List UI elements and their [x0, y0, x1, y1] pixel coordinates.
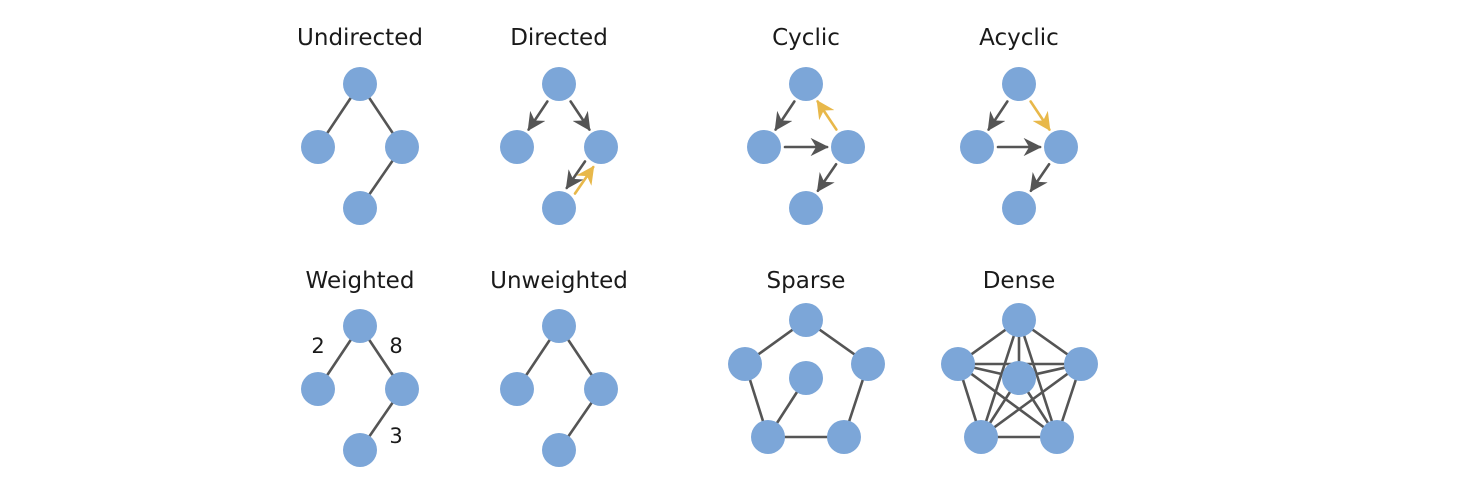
edge-p2-ctr — [1025, 389, 1051, 426]
panel-title-weighted: Weighted — [306, 268, 415, 294]
graph-node-c — [584, 130, 618, 164]
edge-p1-p2 — [1060, 376, 1078, 425]
edge-a-b — [524, 337, 552, 378]
edge-p0-p1 — [816, 327, 858, 357]
edge-p3-p4 — [961, 377, 978, 424]
directed-edge-a-c — [569, 100, 591, 132]
directed-edge-a-b — [527, 100, 549, 132]
graph-node-a — [789, 67, 823, 101]
graph-node-p4 — [941, 347, 975, 381]
edge-a-c — [566, 337, 594, 378]
edge-p1-p3 — [991, 371, 1071, 430]
directed-edge-c-a — [816, 99, 838, 131]
graph-node-p2 — [1040, 420, 1074, 454]
panel-undirected: Undirected — [297, 25, 423, 225]
panel-dense: Dense — [941, 268, 1098, 454]
directed-edge-a-c — [1029, 100, 1051, 132]
edge-a-c — [367, 337, 395, 378]
edge-a-c — [367, 95, 395, 136]
graph-node-c — [1044, 130, 1078, 164]
edge-weight-label: 2 — [311, 334, 324, 358]
graph-node-p2 — [827, 420, 861, 454]
edge-p3-ctr — [987, 389, 1013, 426]
graph-node-p3 — [751, 420, 785, 454]
edge-a-b — [325, 337, 353, 378]
panel-cyclic: Cyclic — [747, 25, 865, 225]
graph-node-d — [343, 191, 377, 225]
panel-acyclic: Acyclic — [960, 25, 1078, 225]
graph-node-b — [747, 130, 781, 164]
graph-node-p0 — [1002, 303, 1036, 337]
edge-p4-ctr — [971, 366, 1006, 376]
edge-a-b — [325, 95, 353, 136]
edge-c-d — [367, 400, 395, 439]
directed-edge-c-d — [816, 162, 838, 193]
edge-c-d — [566, 400, 594, 439]
graph-node-p0 — [789, 303, 823, 337]
panel-title-directed: Directed — [510, 25, 608, 51]
graph-node-c — [831, 130, 865, 164]
graph-node-p4 — [728, 347, 762, 381]
edge-p2-p4 — [968, 371, 1047, 430]
graph-node-ctr — [789, 361, 823, 395]
edge-p0-p1 — [1029, 327, 1071, 357]
graph-node-b — [301, 130, 335, 164]
panel-title-acyclic: Acyclic — [979, 25, 1059, 51]
panel-title-undirected: Undirected — [297, 25, 423, 51]
edge-c-d — [367, 158, 395, 197]
edge-p3-p4 — [748, 377, 765, 424]
panel-title-cyclic: Cyclic — [772, 25, 840, 51]
edge-weight-label: 8 — [389, 334, 402, 358]
directed-edge-c-d — [1029, 162, 1051, 193]
graph-node-b — [960, 130, 994, 164]
panel-title-unweighted: Unweighted — [490, 268, 628, 294]
graph-node-c — [584, 372, 618, 406]
edge-ctr-p3 — [774, 389, 800, 426]
edge-p0-p4 — [968, 327, 1009, 357]
directed-edge-a-b — [987, 100, 1009, 132]
graph-node-a — [1002, 67, 1036, 101]
graph-node-d — [343, 433, 377, 467]
graph-node-d — [542, 433, 576, 467]
edge-p0-p3 — [984, 332, 1016, 425]
graph-node-p3 — [964, 420, 998, 454]
edge-p1-ctr — [1032, 366, 1068, 376]
graph-node-d — [789, 191, 823, 225]
panel-directed: Directed — [500, 25, 618, 225]
directed-edge-d-c — [573, 165, 595, 195]
graph-node-ctr — [1002, 361, 1036, 395]
graph-node-a — [343, 309, 377, 343]
edge-p1-p2 — [847, 376, 865, 425]
panel-unweighted: Unweighted — [490, 268, 628, 467]
graph-node-c — [385, 130, 419, 164]
panel-title-sparse: Sparse — [767, 268, 846, 294]
edge-p0-p2 — [1022, 332, 1054, 425]
graph-node-a — [542, 67, 576, 101]
graph-node-b — [500, 372, 534, 406]
graph-node-p1 — [1064, 347, 1098, 381]
edge-weight-label: 3 — [389, 424, 402, 448]
graph-node-c — [385, 372, 419, 406]
panel-title-dense: Dense — [983, 268, 1056, 294]
graph-node-b — [301, 372, 335, 406]
panel-weighted: Weighted 2 8 3 — [301, 268, 419, 467]
graph-node-b — [500, 130, 534, 164]
panel-sparse: Sparse — [728, 268, 885, 454]
graph-node-d — [1002, 191, 1036, 225]
graph-node-d — [542, 191, 576, 225]
directed-edge-a-b — [774, 100, 796, 132]
graph-node-a — [542, 309, 576, 343]
graph-node-a — [343, 67, 377, 101]
graph-node-p1 — [851, 347, 885, 381]
edge-p4-p0 — [755, 327, 796, 357]
